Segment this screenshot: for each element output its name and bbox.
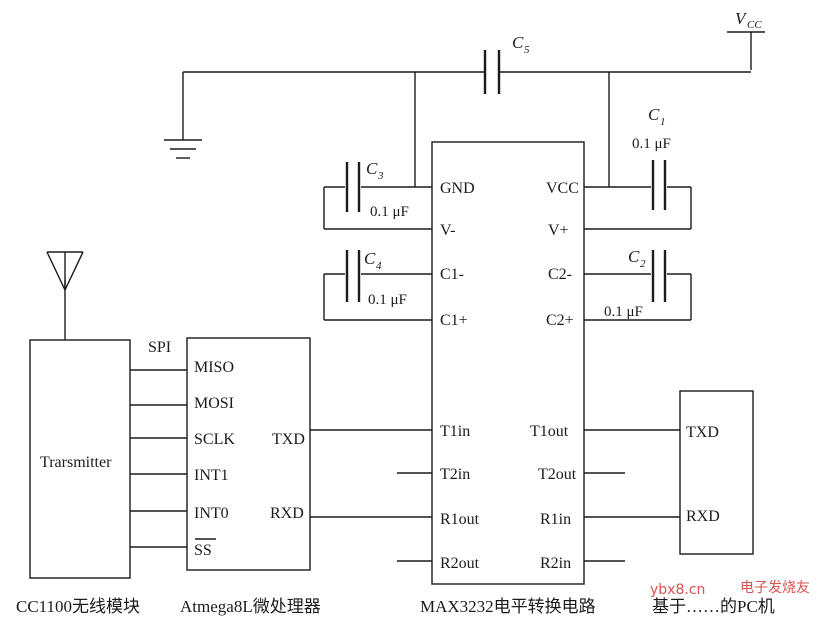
max3232-chip [431, 141, 585, 585]
c5-subscript: 5 [524, 44, 530, 56]
capacitor-c3: C 3 0.1 μF [323, 159, 432, 230]
c3-value: 0.1 μF [370, 204, 409, 220]
atmega-pin-txd: TXD [272, 431, 305, 448]
atmega-pin-ss: SS [194, 542, 212, 559]
atmega-pin-sclk: SCLK [194, 431, 235, 448]
max-pin-t1out: T1out [530, 423, 569, 440]
atmega-pin-int1: INT1 [194, 467, 229, 484]
spi-bus-wires [130, 369, 187, 548]
c2-label: C [628, 247, 640, 266]
spi-bus-label: SPI [148, 339, 171, 356]
vcc-label: V [735, 9, 748, 28]
max-pin-c1minus: C1- [440, 266, 464, 283]
max3232-right-pins: VCC V+ C2- C2+ T1out T2out R1in R2in [530, 180, 579, 572]
top-rail-wires [183, 71, 751, 187]
transmitter-label: Trarsmitter [40, 454, 112, 471]
cc1100-module [29, 339, 131, 579]
max-pin-c1plus: C1+ [440, 312, 468, 329]
pc-caption: 基于……的PC机 [652, 597, 775, 616]
max-pin-vminus: V- [440, 222, 455, 239]
atmega-pin-rxd: RXD [270, 505, 304, 522]
max3232-caption: MAX3232电平转换电路 [420, 597, 596, 616]
c3-label: C [366, 159, 378, 178]
max-pin-c2minus: C2- [548, 266, 572, 283]
atmega-right-pins: TXD RXD [270, 431, 305, 522]
c1-subscript: 1 [660, 116, 666, 128]
ground-icon [164, 72, 202, 159]
max-pin-t2out: T2out [538, 466, 577, 483]
c3-subscript: 3 [377, 170, 384, 182]
c2-value: 0.1 μF [604, 304, 643, 320]
antenna-icon [46, 251, 84, 340]
capacitor-c5: C 5 [483, 33, 530, 94]
max-pin-r2in: R2in [540, 555, 571, 572]
capacitor-c1: C 1 0.1 μF [584, 105, 692, 230]
c1-value: 0.1 μF [632, 136, 671, 152]
max-pin-c2plus: C2+ [546, 312, 574, 329]
atmega-pin-mosi: MOSI [194, 395, 234, 412]
max-pin-r1in: R1in [540, 511, 571, 528]
atmega-caption: Atmega8L微处理器 [180, 597, 321, 616]
cc1100-caption: CC1100无线模块 [16, 597, 140, 616]
max-pin-t1in: T1in [440, 423, 470, 440]
max-pin-gnd: GND [440, 180, 475, 197]
max3232-left-pins: GND V- C1- C1+ T1in T2in R1out R2out [440, 180, 480, 572]
capacitor-c2: C 2 0.1 μF [584, 247, 692, 321]
watermark-brand: 电子发烧友 [740, 580, 810, 596]
vcc-subscript: CC [747, 19, 762, 31]
pc-serial-box [679, 390, 754, 555]
atmega8l-chip [186, 337, 311, 571]
c4-label: C [364, 249, 376, 268]
watermark-site: ybx8.cn [650, 582, 705, 598]
c5-label: C [512, 33, 524, 52]
pc-pin-txd: TXD [686, 424, 719, 441]
max3232-signal-wires [310, 429, 680, 562]
max-pin-t2in: T2in [440, 466, 470, 483]
pc-pin-rxd: RXD [686, 508, 720, 525]
max-pin-r2out: R2out [440, 555, 480, 572]
max-pin-vcc: VCC [546, 180, 579, 197]
atmega-pin-int0: INT0 [194, 505, 229, 522]
c4-subscript: 4 [376, 260, 382, 272]
max-pin-vplus: V+ [548, 222, 569, 239]
atmega-pin-miso: MISO [194, 359, 234, 376]
max-pin-r1out: R1out [440, 511, 480, 528]
c1-label: C [648, 105, 660, 124]
watermark: ybx8.cn 电子发烧友 [650, 580, 810, 598]
c2-subscript: 2 [640, 258, 646, 270]
capacitor-c4: C 4 0.1 μF [323, 248, 432, 321]
vcc-terminal: V CC [727, 9, 765, 70]
atmega-left-pins: MISO MOSI SCLK INT1 INT0 SS [194, 359, 235, 559]
c4-value: 0.1 μF [368, 292, 407, 308]
